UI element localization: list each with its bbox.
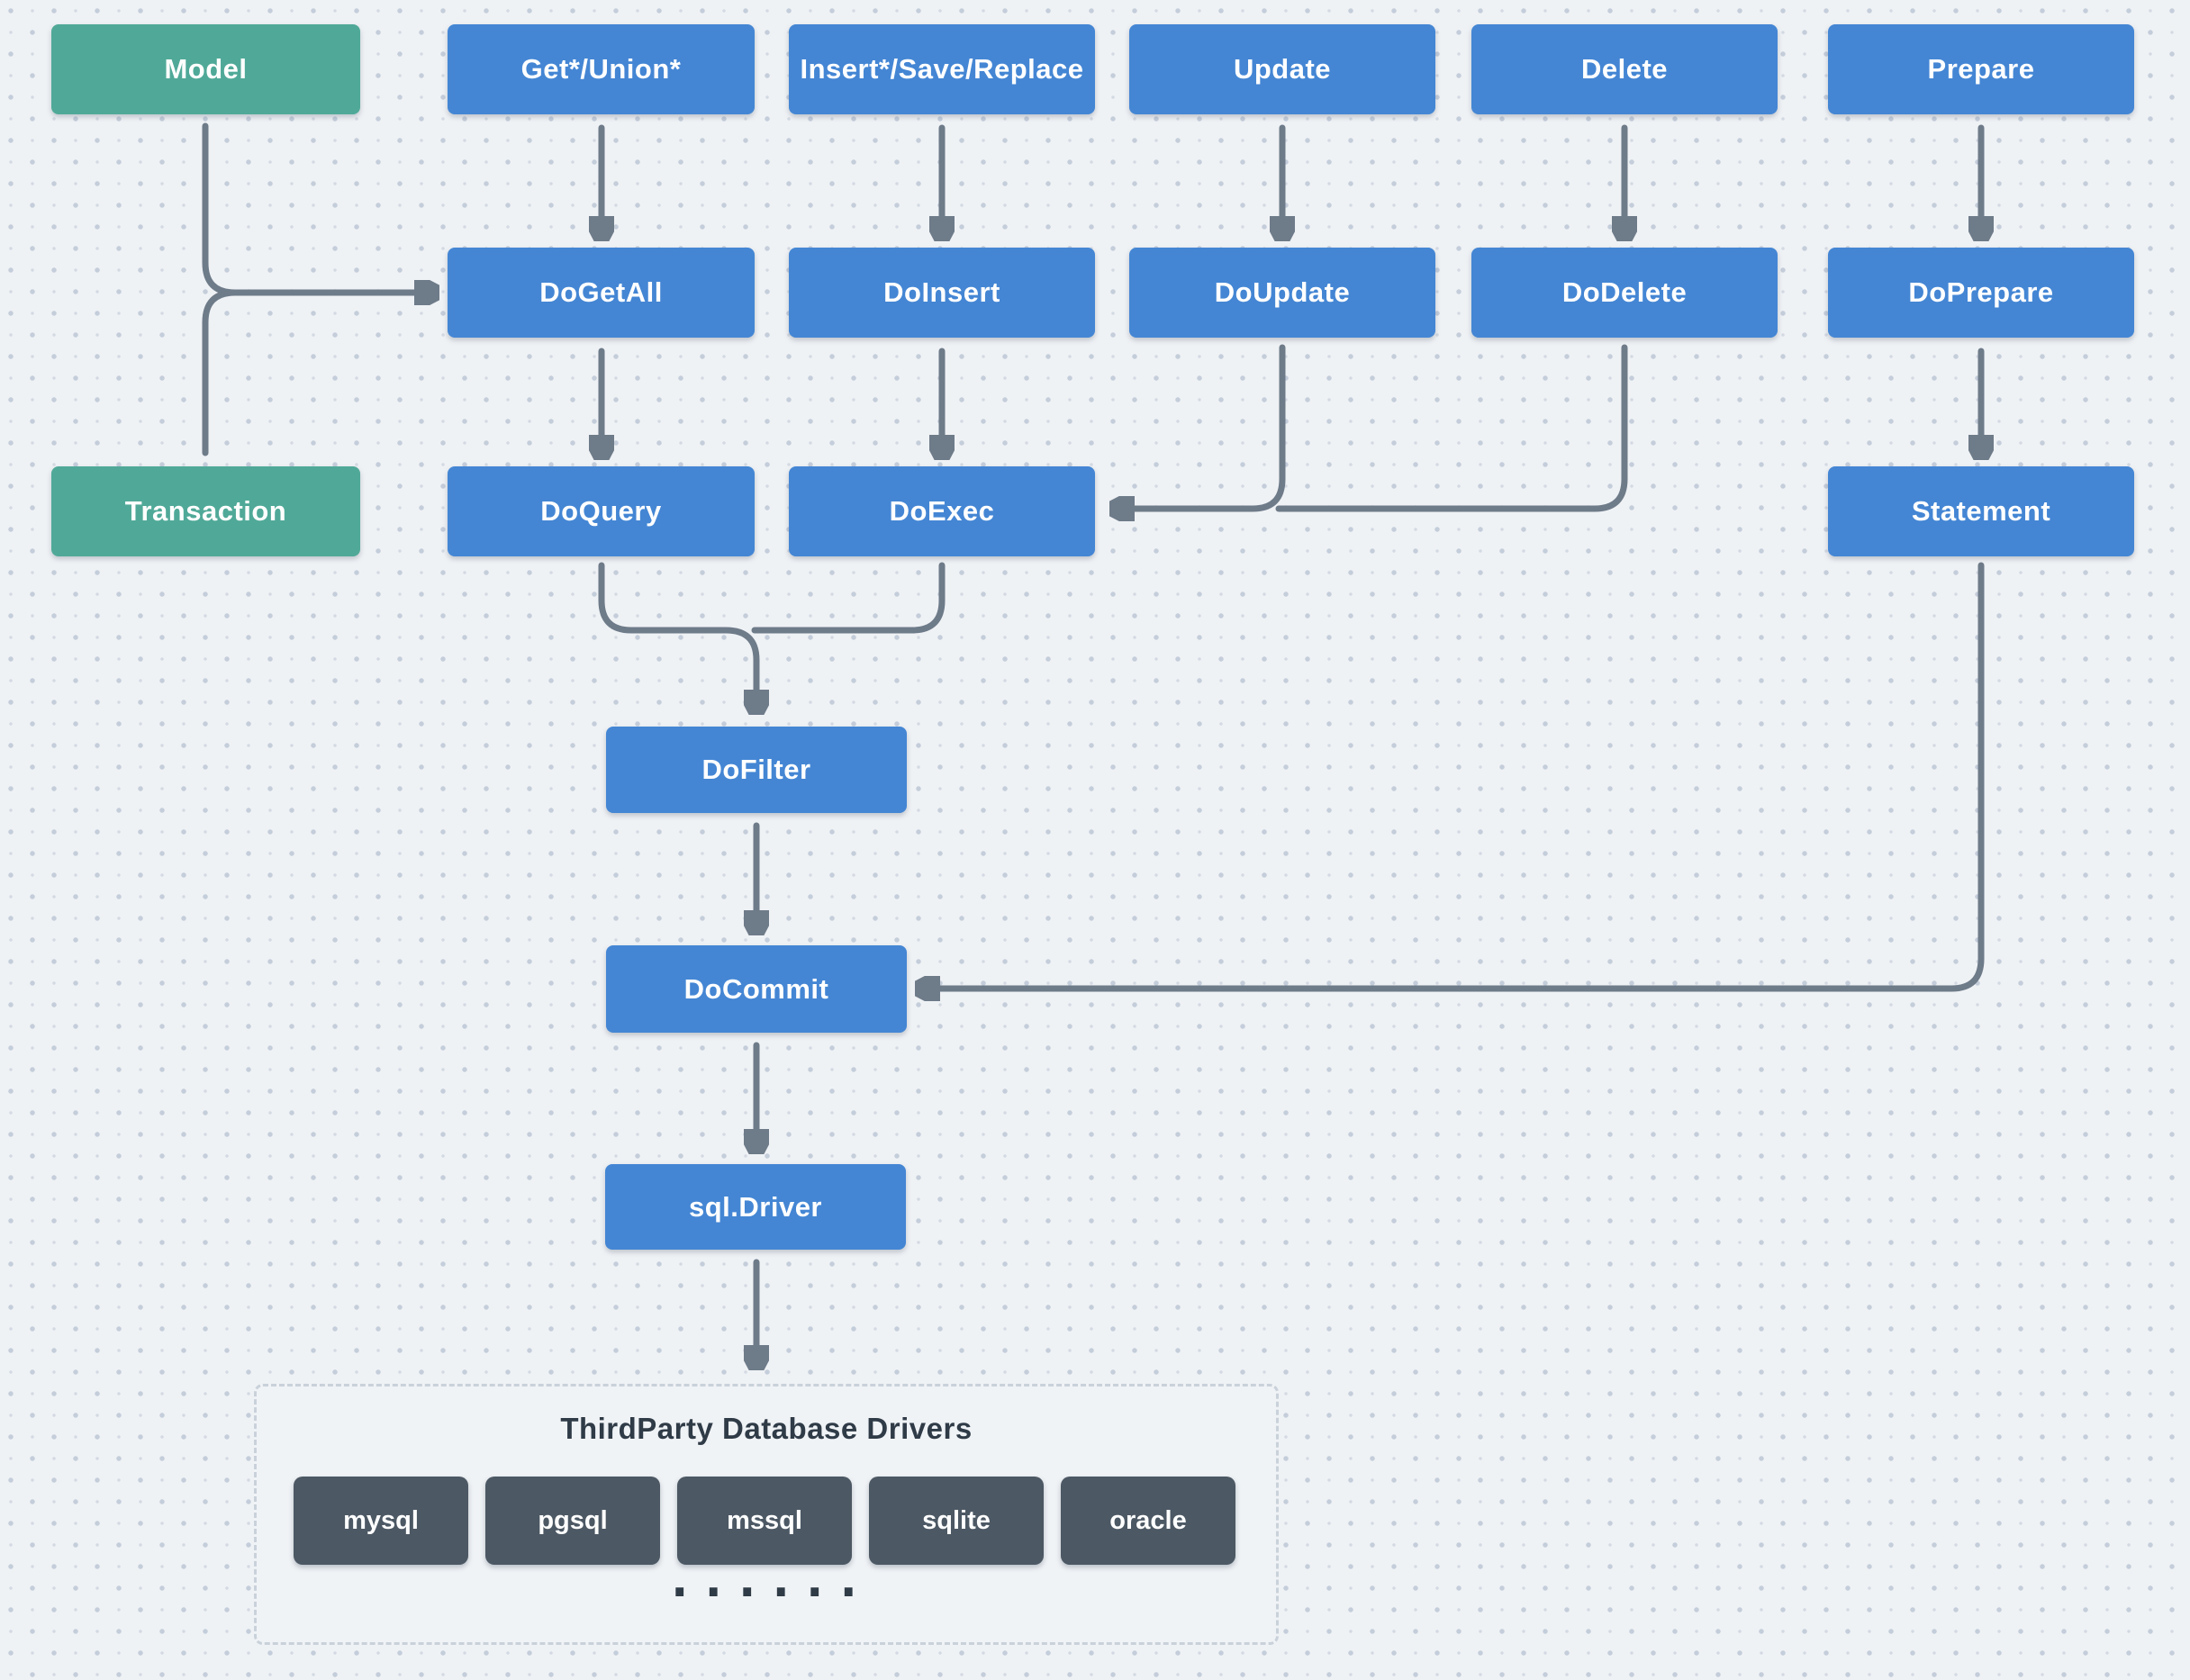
edge-transaction-to-dogetall <box>202 289 239 456</box>
edge-dodelete-to-doexec <box>1275 344 1628 512</box>
edge-doexec-to-dofilter <box>751 562 946 634</box>
edge-doquery-to-dofilter <box>598 562 756 709</box>
driver-row: mysql pgsql mssql sqlite oracle <box>294 1477 1235 1565</box>
node-doprepare: DoPrepare <box>1828 248 2134 338</box>
node-doexec: DoExec <box>789 466 1095 556</box>
node-delete: Delete <box>1471 24 1778 114</box>
node-doinsert: DoInsert <box>789 248 1095 338</box>
driver-mssql: mssql <box>677 1477 852 1565</box>
thirdparty-drivers-panel: ThirdParty Database Drivers mysql pgsql … <box>254 1384 1279 1645</box>
driver-mysql: mysql <box>294 1477 468 1565</box>
driver-pgsql: pgsql <box>485 1477 660 1565</box>
node-doupdate: DoUpdate <box>1129 248 1435 338</box>
edge-doupdate-to-doexec <box>1115 344 1286 509</box>
node-transaction: Transaction <box>51 466 360 556</box>
node-sqldriver: sql.Driver <box>605 1164 906 1250</box>
edge-statement-to-docommit <box>920 562 1985 989</box>
node-dogetall: DoGetAll <box>448 248 755 338</box>
driver-sqlite: sqlite <box>869 1477 1044 1565</box>
node-get-union: Get*/Union* <box>448 24 755 114</box>
node-doquery: DoQuery <box>448 466 755 556</box>
node-dodelete: DoDelete <box>1471 248 1778 338</box>
node-dofilter: DoFilter <box>606 727 907 813</box>
node-statement: Statement <box>1828 466 2134 556</box>
node-model: Model <box>51 24 360 114</box>
node-prepare: Prepare <box>1828 24 2134 114</box>
edge-model-to-dogetall <box>202 122 434 293</box>
node-insert-save-replace: Insert*/Save/Replace <box>789 24 1095 114</box>
more-drivers-ellipsis: ...... <box>665 1551 868 1608</box>
driver-oracle: oracle <box>1061 1477 1235 1565</box>
node-update: Update <box>1129 24 1435 114</box>
node-docommit: DoCommit <box>606 945 907 1033</box>
thirdparty-panel-title: ThirdParty Database Drivers <box>560 1412 973 1445</box>
